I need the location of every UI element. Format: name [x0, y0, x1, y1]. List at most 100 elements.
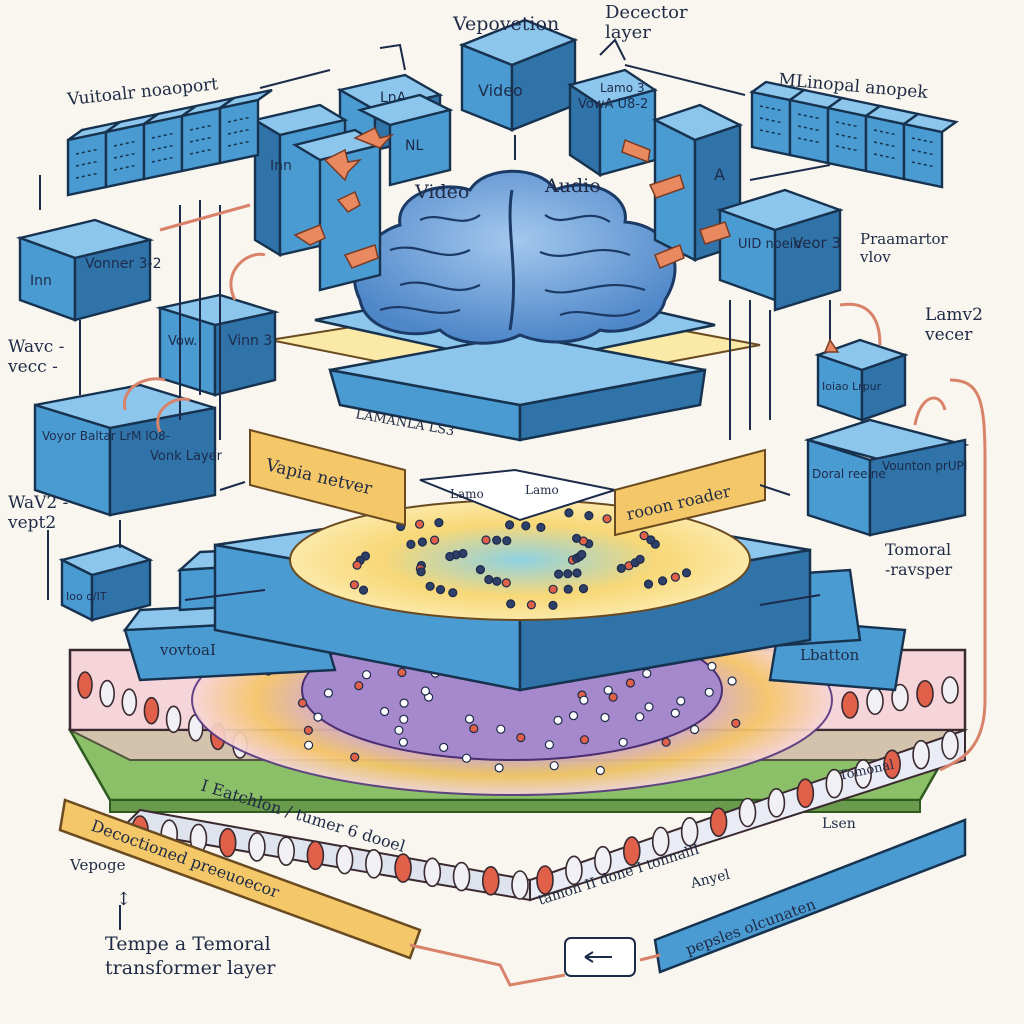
network-node	[571, 533, 582, 544]
network-node	[398, 737, 408, 747]
cell-capsule	[622, 836, 641, 866]
tomoral-label: Tomoral-ravsper	[885, 540, 953, 579]
network-node	[397, 667, 407, 678]
vonner-label: Vonner 3-2	[85, 256, 162, 272]
network-node	[595, 765, 605, 776]
cell-capsule	[941, 676, 959, 704]
network-node	[564, 508, 574, 518]
network-node	[681, 568, 692, 578]
network-node	[420, 686, 430, 696]
network-node	[399, 698, 409, 708]
cube-texture	[113, 164, 137, 171]
vepoge-label: Vepoge	[69, 856, 126, 874]
audio-brain-label: Audio	[544, 175, 601, 197]
network-node	[430, 535, 440, 545]
network-node	[603, 685, 613, 695]
cube-texture	[835, 145, 859, 152]
cube-texture	[151, 144, 175, 151]
vonk-label: Vonk Layer	[150, 449, 223, 464]
cube-face	[180, 106, 222, 173]
network-node	[425, 581, 435, 591]
cell-capsule	[165, 705, 182, 734]
network-node	[435, 584, 446, 595]
cube-texture	[759, 105, 783, 112]
cell-capsule	[248, 832, 266, 862]
lamo-tag-label: Lamo	[450, 487, 484, 501]
network-node	[516, 732, 526, 743]
cube-texture	[227, 140, 251, 147]
cell-capsule	[709, 807, 728, 837]
video-label: Video	[478, 81, 523, 100]
network-node	[661, 737, 671, 747]
cube-face	[864, 114, 906, 181]
network-node	[506, 599, 516, 609]
network-node	[461, 753, 472, 763]
cube-texture	[189, 124, 213, 131]
cell-capsule	[481, 865, 500, 896]
network-node	[657, 576, 668, 586]
cube-texture	[75, 172, 99, 179]
connector-wires	[39, 38, 987, 987]
cube-texture	[911, 149, 935, 156]
network-node	[406, 539, 416, 550]
cube-face	[142, 114, 184, 181]
flow-arrows	[293, 126, 840, 353]
cube-texture	[797, 113, 821, 120]
cell-capsule	[680, 816, 699, 847]
cell-capsule	[218, 827, 237, 858]
network-node	[642, 668, 652, 679]
cube-texture	[835, 121, 859, 128]
nl-block: NL	[356, 93, 454, 187]
cube-texture	[873, 141, 897, 148]
cube-texture	[873, 129, 897, 136]
network-node	[579, 735, 590, 745]
uid-label: UID noein	[738, 237, 802, 252]
connector-chip	[564, 937, 636, 977]
network-node	[548, 600, 558, 611]
network-node	[399, 714, 409, 724]
inn-left-label: Inn	[30, 273, 52, 289]
network-node	[646, 535, 656, 545]
network-node	[578, 583, 589, 594]
feature-map-nodes	[349, 508, 692, 611]
cube-texture	[227, 128, 251, 135]
cell-capsule	[335, 844, 354, 875]
network-node	[577, 549, 587, 560]
vuitoalr-label: Vuitoalr noaoport	[65, 74, 219, 110]
voyor-label: Voyor Baltar LrM lO8-	[42, 429, 170, 443]
vinn-block: Vow. Vinn 3	[155, 293, 280, 397]
lamo-tag-label-2: Lamo	[525, 483, 559, 497]
network-node	[548, 584, 558, 594]
top-left-cube-row	[66, 88, 273, 197]
cube-texture	[227, 116, 251, 123]
cube-texture	[797, 137, 821, 144]
network-node	[352, 560, 362, 570]
cube-texture	[835, 133, 859, 140]
cell-capsule	[99, 679, 115, 708]
cube-face	[750, 90, 792, 157]
network-node	[492, 576, 502, 586]
cell-capsule	[536, 865, 554, 895]
network-node	[553, 569, 564, 579]
cube-texture	[873, 153, 897, 160]
network-node	[484, 574, 494, 585]
cell-capsule	[866, 687, 884, 716]
wav2-label: WaV2 -vept2	[7, 493, 68, 533]
cell-capsule	[277, 836, 295, 866]
veor-block: UID noein Veor 3	[716, 188, 844, 312]
network-node	[297, 698, 308, 708]
ioiao-block: Ioiao Lrpur	[814, 338, 909, 422]
cube-texture	[113, 140, 137, 147]
lsen-label: Lsen	[822, 816, 856, 832]
network-node	[553, 715, 563, 726]
network-node	[415, 519, 425, 529]
vapla-network-tag: Vapia netver	[249, 428, 406, 527]
network-node	[608, 692, 618, 702]
lamo3-label: Lamo 3	[600, 81, 645, 95]
network-node	[707, 661, 717, 672]
brain-icon	[353, 169, 677, 345]
